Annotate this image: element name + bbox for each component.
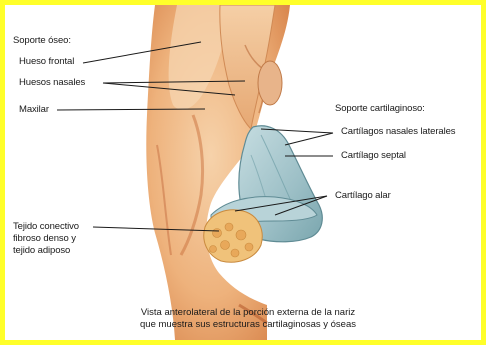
label-tejido-line3: tejido adiposo [13, 245, 70, 256]
label-cartilago-alar: Cartílago alar [335, 190, 391, 201]
label-hueso-frontal: Hueso frontal [19, 56, 74, 67]
label-cartilago-septal: Cartílago septal [341, 150, 406, 161]
label-huesos-nasales: Huesos nasales [19, 77, 85, 88]
leader-cartilagos-laterales-2 [285, 133, 333, 145]
label-maxilar: Maxilar [19, 104, 49, 115]
caption-line1: Vista anterolateral de la porción extern… [85, 307, 411, 319]
label-soporte-cartilaginoso: Soporte cartilaginoso: [335, 103, 425, 114]
label-cartilagos-nasales-laterales: Cartílagos nasales laterales [341, 126, 455, 137]
label-tejido-line2: fibroso denso y [13, 233, 76, 244]
caption-line2: que muestra sus estructuras cartilaginos… [85, 319, 411, 331]
adipose-tissue [204, 210, 262, 262]
label-tejido-line1: Tejido conectivo [13, 221, 79, 232]
label-soporte-oseo: Soporte óseo: [13, 35, 71, 46]
nose-anatomy-illustration [5, 5, 481, 340]
